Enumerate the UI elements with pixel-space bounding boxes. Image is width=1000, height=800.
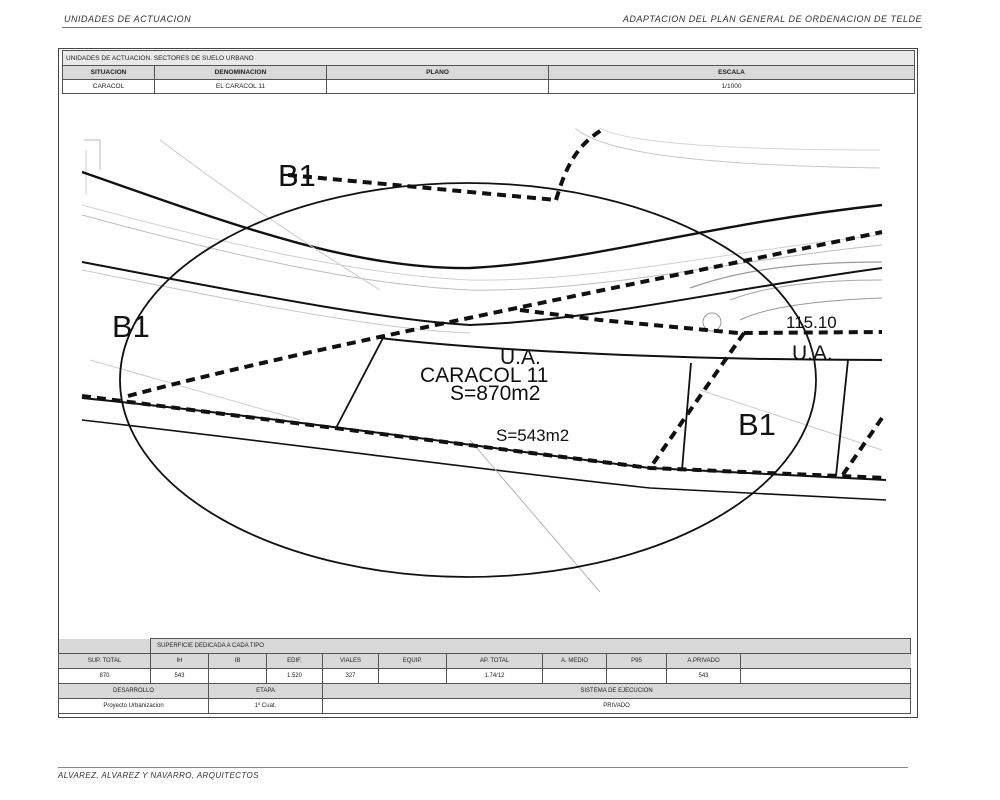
val-edif: 1.520 [266,668,323,684]
header-situacion: SITUACION [62,65,155,80]
val-viales: 327 [322,668,379,684]
val-ap-total: 1.74/12 [446,668,543,684]
map-label-area-sub: S=543m2 [496,426,569,445]
value-escala: 1/1000 [547,79,916,94]
col-a-privado: A.PRIVADO [666,653,741,669]
col-edif: EDIF. [266,653,323,669]
sheet-frame [58,48,918,718]
val-desarrollo: Proyecto Urbanizacion [58,698,209,714]
footer-credit: ALVAREZ, ALVAREZ Y NAVARRO, ARQUITECTOS [58,771,259,780]
val-etapa: 1º Cuat. [208,698,323,714]
col-ap-total: AP. TOTAL [446,653,543,669]
col-etapa: ETAPA [208,683,323,699]
info-table: UNIDADES DE ACTUACION. SECTORES DE SUELO… [61,50,916,94]
value-denominacion: EL CARACOL 11 [154,79,327,94]
val-p95 [606,668,667,684]
value-plano [326,79,549,94]
header-rule [62,27,922,28]
value-situacion: CARACOL [62,79,155,94]
val-a-privado: 543 [666,668,741,684]
map-label-b1-right: B1 [738,407,776,442]
header-right-title: ADAPTACION DEL PLAN GENERAL DE ORDENACIO… [622,14,922,24]
val-a-medio [542,668,607,684]
col-sup-total: SUP. TOTAL [58,653,151,669]
col-equip: EQUIP. [378,653,447,669]
header-plano: PLANO [326,65,549,80]
header-denominacion: DENOMINACION [154,65,327,80]
col-sistema-ejecucion: SISTEMA DE EJECUCION [321,683,912,699]
val-ib [208,668,267,684]
map-label-ua-right: U.A. [792,342,833,365]
col-ih: IH [150,653,209,669]
map-label-caracol: CARACOL 11 [420,364,548,387]
col-a-medio: A. MEDIO [542,653,607,669]
site-plan-map: B1 B1 B1 U.A. CARACOL 11 S=870m2 S=543m2… [81,126,887,593]
col-p95: P95 [606,653,667,669]
map-label-elevation: 115.10 [786,313,837,332]
val-sup-total: 870 [58,668,151,684]
val-ih: 543 [150,668,209,684]
val-equip [378,668,447,684]
map-label-area-main: S=870m2 [450,382,540,405]
map-label-b1-left: B1 [112,309,150,344]
header-escala: ESCALA [547,65,916,80]
col-desarrollo: DESARROLLO [58,683,209,699]
col-viales: VIALES [322,653,379,669]
summary-group-title: SUPERFICIE DEDICADA A CADA TIPO [149,638,912,654]
info-table-title: UNIDADES DE ACTUACION. SECTORES DE SUELO… [61,50,916,66]
map-label-b1-top: B1 [278,158,316,193]
col-ib: IB [208,653,267,669]
val-sistema-ejecucion: PRIVADO [321,698,912,714]
footer-rule [58,767,908,768]
summary-table: SUPERFICIE DEDICADA A CADA TIPO SUP. TOT… [58,638,912,714]
header-left-title: UNIDADES DE ACTUACION [64,14,192,24]
map-label-ua-main: U.A. [500,346,541,369]
